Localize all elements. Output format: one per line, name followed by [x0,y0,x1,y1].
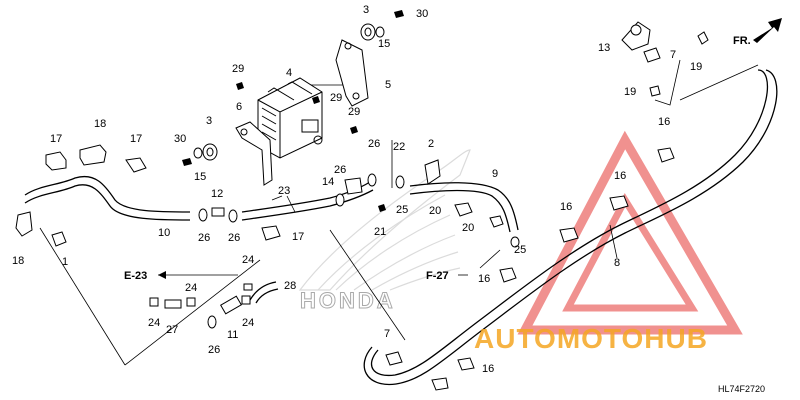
part-label-26-b: 26 [228,232,240,244]
part-label-15-top: 15 [378,38,390,50]
part-label-23: 23 [278,185,290,197]
part-label-4: 4 [286,67,292,79]
part-label-16-a: 16 [658,116,670,128]
part-label-25-a: 25 [396,204,408,216]
part-label-30-top: 30 [416,8,428,20]
part-label-16-e: 16 [482,363,494,375]
bracket-6 [235,121,273,186]
red-triangle-watermark [517,130,743,335]
part-label-24-a: 24 [242,254,254,266]
part-label-30-left: 30 [174,133,186,145]
part-label-7-top: 7 [670,49,676,61]
part-label-29-a: 29 [232,63,244,75]
ref-label-e23: E-23 [124,270,147,282]
part-label-16-c: 16 [560,201,572,213]
bracket-5 [335,39,369,107]
hose-9 [409,182,519,231]
part-label-10: 10 [158,227,170,239]
part-label-14: 14 [322,176,334,188]
part-label-18-bottom: 18 [12,255,24,267]
honda-watermark-text: HONDA [300,288,396,313]
part-label-24-d: 24 [242,317,254,329]
part-label-21: 21 [374,226,386,238]
part-number-labels: 1 2 3 3 4 5 6 7 7 8 9 10 11 12 13 14 15 … [12,4,702,375]
part-label-19-left: 19 [624,86,636,98]
part-label-24-c: 24 [148,317,160,329]
part-label-17-b: 17 [130,133,142,145]
honda-wing-watermark [298,149,471,291]
part-label-28: 28 [284,280,296,292]
part-label-24-b: 24 [185,282,197,294]
part-label-17-c: 17 [292,231,304,243]
leader-lines [39,59,759,366]
part-label-5: 5 [385,79,391,91]
part-label-27: 27 [166,324,178,336]
part-label-22: 22 [393,141,405,153]
part-label-17-a: 17 [50,133,62,145]
grommet-3-top [360,23,385,41]
purge-valve-13 [621,21,709,97]
part-label-26-e: 26 [208,344,220,356]
hose-8 [370,69,769,377]
part-label-9: 9 [492,168,498,180]
front-direction-arrow [753,18,782,43]
canister-assembly [257,77,323,159]
part-label-1: 1 [62,256,68,268]
drawing-code: HL74F2720 [718,384,765,394]
part-label-12: 12 [211,188,223,200]
part-label-20-b: 20 [462,222,474,234]
joints [149,207,253,315]
part-label-15-left: 15 [194,171,206,183]
part-label-13: 13 [598,42,610,54]
hose-10 [24,175,191,213]
part-label-26-a: 26 [198,232,210,244]
hose-28 [249,281,277,301]
part-label-16-b: 16 [614,170,626,182]
watermark-logo-text: AUTOMOTOHUB [474,323,708,354]
part-label-11: 11 [227,329,238,341]
part-label-26-c: 26 [368,138,380,150]
part-label-26-d: 26 [334,164,346,176]
hose-bands [198,173,520,329]
part-label-19-right: 19 [690,61,702,73]
bolts [182,10,404,212]
part-label-20-a: 20 [429,205,441,217]
part-label-3-left: 3 [206,115,212,127]
part-label-2: 2 [428,138,434,150]
front-direction-label: FR. [733,35,751,47]
clips [15,144,675,391]
ref-label-f27: F-27 [426,270,449,282]
part-label-6: 6 [236,101,242,113]
part-label-7-bottom: 7 [384,328,390,340]
grommet-3-left [193,143,218,161]
part-label-8: 8 [614,257,620,269]
part-label-25-b: 25 [514,244,526,256]
part-label-18-top: 18 [94,118,106,130]
ref-arrow-e23 [158,271,166,279]
part-label-16-d: 16 [478,273,490,285]
part-label-29-c: 29 [348,106,360,118]
part-label-29-b: 29 [330,92,342,104]
part-label-3-top: 3 [363,4,369,16]
